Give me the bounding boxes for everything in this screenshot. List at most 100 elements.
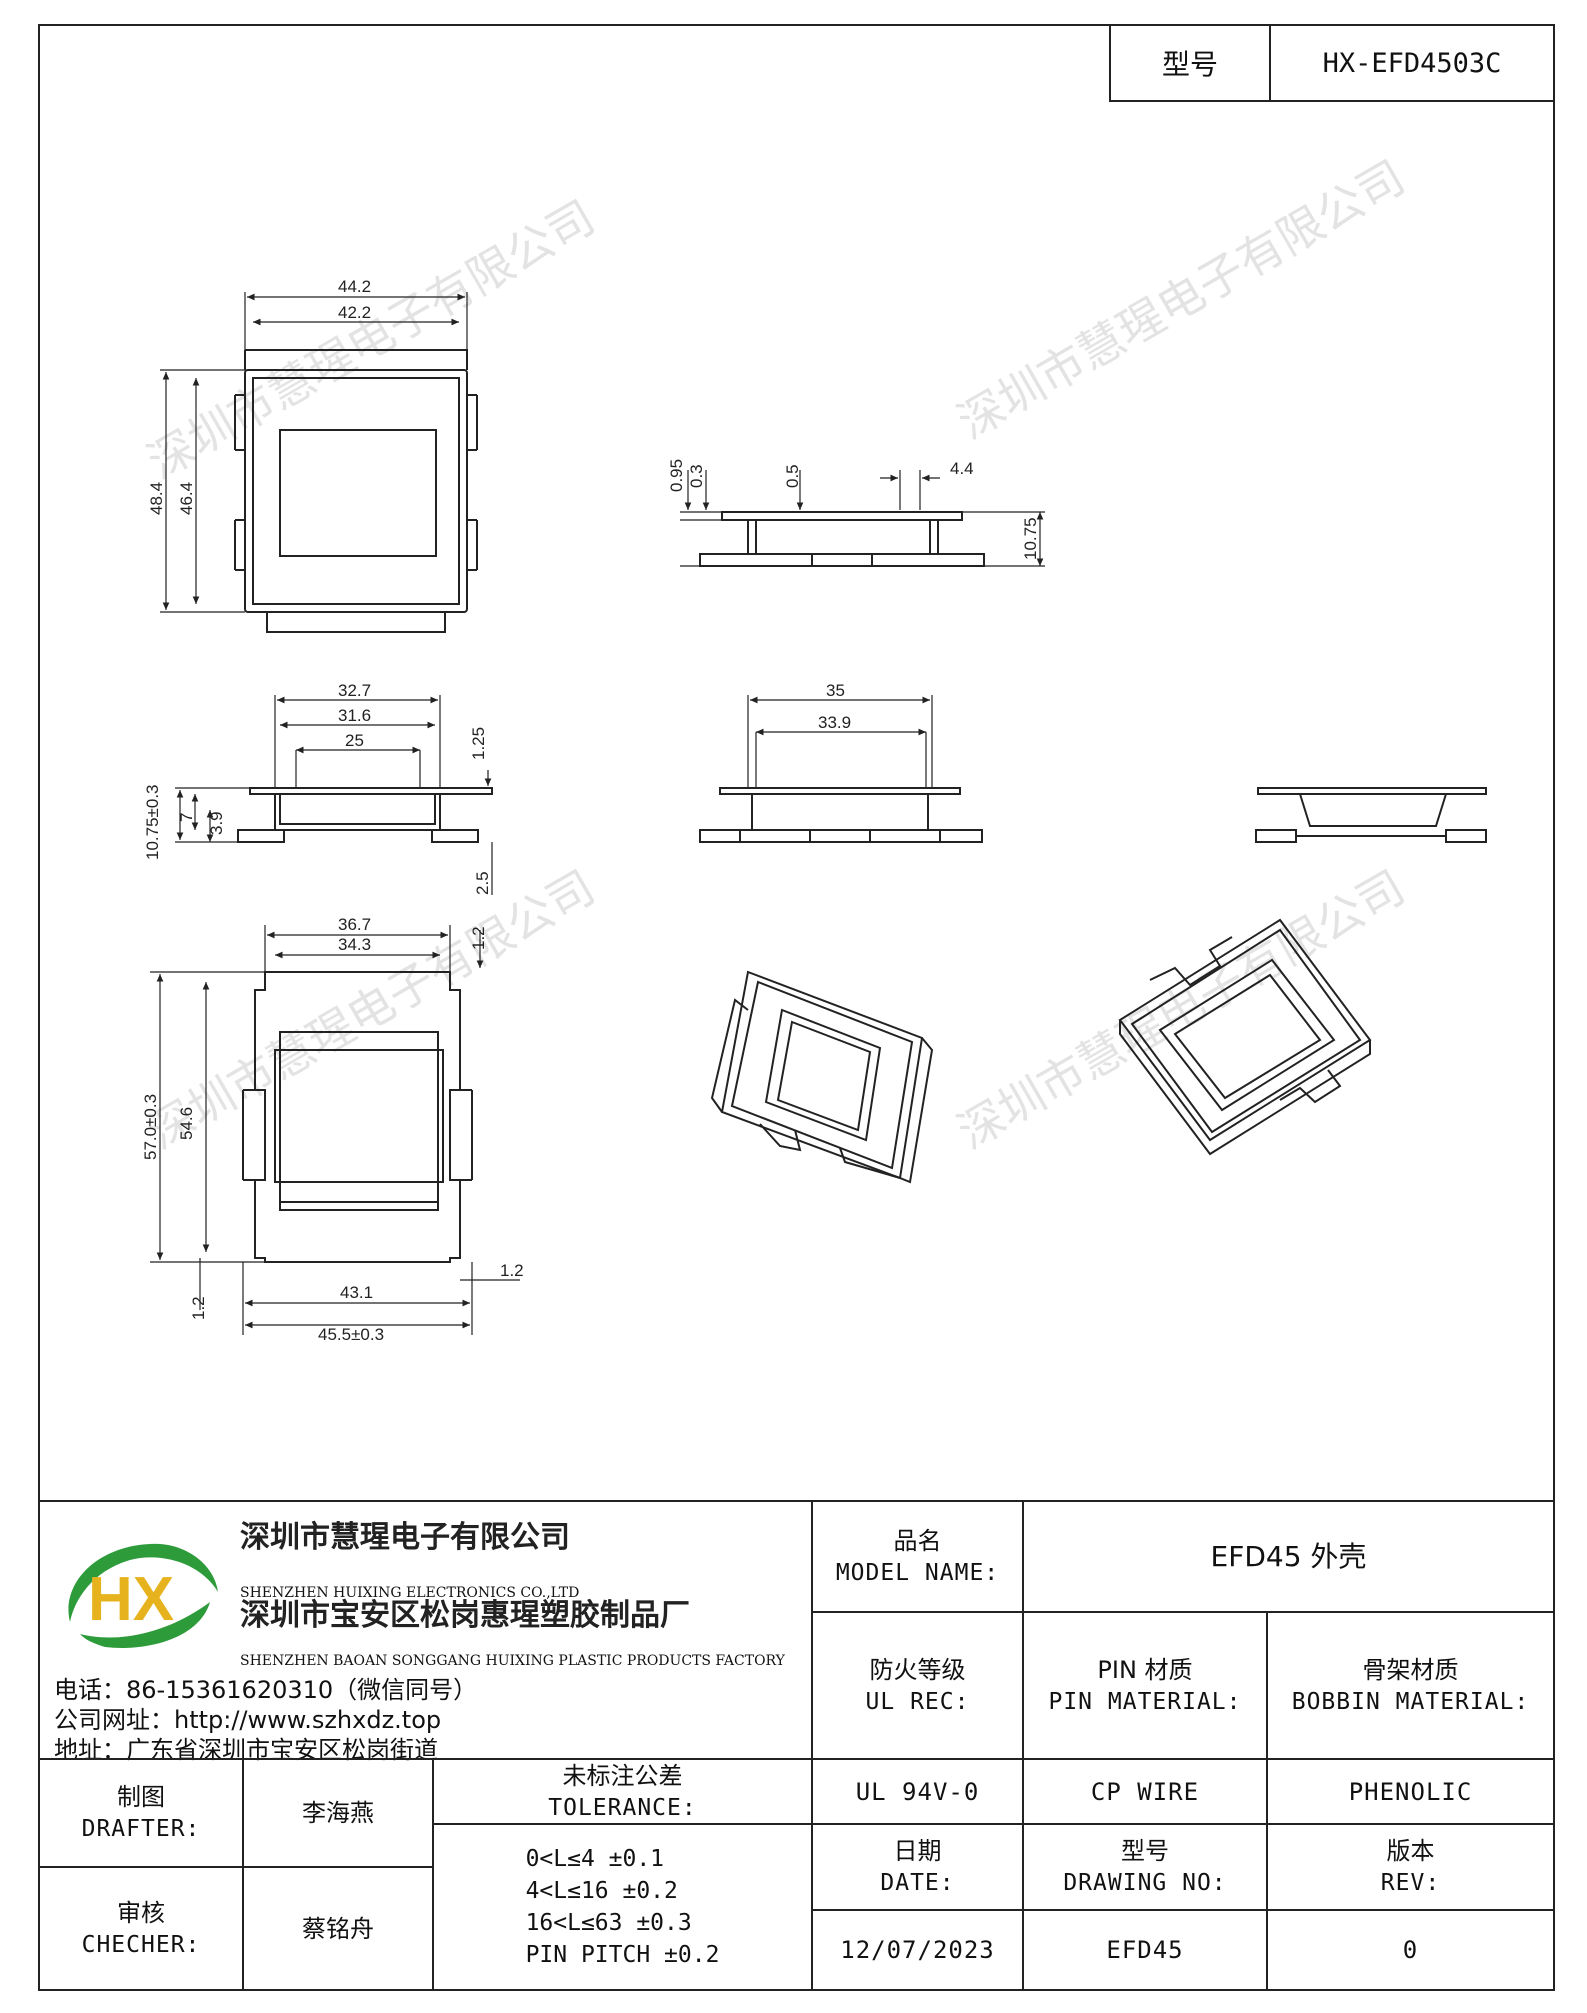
bobbin-material-value: PHENOLIC: [1266, 1758, 1555, 1825]
dim-bottom-w3: 43.1: [340, 1283, 373, 1302]
rev-label-en: REV:: [1380, 1870, 1441, 1896]
bottom-view: [150, 925, 520, 1335]
date-label-cn: 日期: [893, 1837, 942, 1865]
dim-top-h-inner: 46.4: [177, 482, 196, 515]
company-logo-icon: HX: [68, 1543, 218, 1648]
dim-bottom-w2: 34.3: [338, 935, 371, 954]
date-value: 12/07/2023: [811, 1909, 1024, 1991]
drawing-label-en: DRAWING NO:: [1063, 1870, 1227, 1896]
watermark: 深圳市慧瑆电子有限公司: [139, 860, 604, 1160]
dimension-labels: 44.2 42.2 48.4 46.4 0.95 0.3 0.5 4.4 10.…: [141, 277, 1040, 1344]
dim-bottom-h-inner: 54.6: [177, 1107, 196, 1140]
dim-side-w2: 33.9: [818, 713, 851, 732]
tolerance-label-en: TOLERANCE:: [548, 1794, 697, 1821]
tolerance-list: 0<L≤4 ±0.1 4<L≤16 ±0.2 16<L≤63 ±0.3 PIN …: [526, 1843, 720, 1971]
company-phone: 电话：86-15361620310（微信同号）: [54, 1676, 478, 1704]
dim-front-h2: 3.9: [207, 811, 226, 835]
bobbin-material-label: 骨架材质 BOBBIN MATERIAL:: [1266, 1611, 1555, 1760]
bobbin-label-en: BOBBIN MATERIAL:: [1291, 1688, 1530, 1715]
rev-label-cn: 版本: [1386, 1837, 1435, 1865]
model-name: EFD45 外壳: [1210, 1539, 1367, 1573]
watermark: 深圳市慧瑆电子有限公司: [949, 150, 1414, 450]
company-name-cn: 深圳市慧瑆电子有限公司: [240, 1520, 570, 1555]
fire-label-cn: 防火等级: [869, 1655, 966, 1684]
tolerance-header: 未标注公差 TOLERANCE:: [432, 1758, 813, 1825]
rev-label: 版本 REV:: [1266, 1823, 1555, 1911]
dim-side-b: 0.3: [687, 464, 706, 488]
dim-bottom-t2: 1.2: [500, 1261, 524, 1280]
date: 12/07/2023: [840, 1936, 995, 1964]
dim-bottom-w1: 36.7: [338, 915, 371, 934]
watermark-group: 深圳市慧瑆电子有限公司 深圳市慧瑆电子有限公司 深圳市慧瑆电子有限公司 深圳市慧…: [139, 150, 1414, 1160]
dim-bottom-t1: 1.2: [189, 1296, 208, 1320]
drawing-label-cn: 型号: [1121, 1837, 1169, 1865]
rev: 0: [1402, 1936, 1419, 1964]
checker-label-cn: 审核: [117, 1898, 165, 1927]
checker-label-en: CHECHER:: [81, 1931, 201, 1958]
factory-name-cn: 深圳市宝安区松岗惠瑆塑胶制品厂: [240, 1598, 690, 1633]
dim-side-h: 10.75: [1021, 517, 1040, 560]
model-number-box: 型号 HX-EFD4503C: [1109, 24, 1555, 102]
model-value: HX-EFD4503C: [1322, 47, 1502, 79]
drawing-no-label: 型号 DRAWING NO:: [1022, 1823, 1268, 1911]
logo-text: HX: [88, 1565, 174, 1634]
tolerance-label-cn: 未标注公差: [562, 1761, 683, 1790]
fire-label-en: UL REC:: [865, 1688, 970, 1715]
company-name-en: SHENZHEN HUIXING ELECTRONICS CO.,LTD: [240, 1585, 580, 1601]
fire-rating-value: UL 94V-0: [811, 1758, 1024, 1825]
model-label: 型号: [1111, 26, 1271, 100]
tolerance-values: 0<L≤4 ±0.1 4<L≤16 ±0.2 16<L≤63 ±0.3 PIN …: [432, 1823, 813, 1991]
top-view: [160, 292, 478, 633]
drawing-no-value: EFD45: [1022, 1909, 1268, 1991]
dim-bottom-t3: 1.2: [469, 926, 488, 950]
model-name-label-en: MODEL NAME:: [835, 1559, 1000, 1586]
dim-front-h1: 7: [177, 813, 196, 822]
checker-label: 审核 CHECHER:: [38, 1866, 244, 1991]
end-view: [1255, 787, 1487, 843]
pin-material-value: CP WIRE: [1022, 1758, 1268, 1825]
drafter-value: 李海燕: [242, 1758, 434, 1868]
dim-bottom-h-outer: 57.0±0.3: [141, 1094, 160, 1160]
technical-drawing: 深圳市慧瑆电子有限公司 深圳市慧瑆电子有限公司 深圳市慧瑆电子有限公司 深圳市慧…: [139, 150, 1487, 1344]
isometric-view-1: [710, 970, 934, 1184]
model-name-label-cn: 品名: [893, 1526, 942, 1555]
date-label: 日期 DATE:: [811, 1823, 1024, 1911]
pin-material-label: PIN 材质 PIN MATERIAL:: [1022, 1611, 1268, 1760]
factory-name-en: SHENZHEN BAOAN SONGGANG HUIXING PLASTIC …: [240, 1653, 785, 1669]
pin-label-cn: PIN 材质: [1097, 1655, 1193, 1684]
date-label-en: DATE:: [880, 1870, 955, 1896]
drafter-label-en: DRAFTER:: [81, 1816, 201, 1842]
bobbin-value: PHENOLIC: [1348, 1777, 1473, 1806]
side-view: [699, 695, 983, 843]
model-name-value: EFD45 外壳: [1022, 1500, 1555, 1613]
company-website[interactable]: 公司网址：http://www.szhxdz.top: [54, 1706, 442, 1734]
dim-side-d: 4.4: [950, 459, 974, 478]
dim-front-w2: 31.6: [338, 706, 371, 725]
dim-top-w-outer: 44.2: [338, 277, 371, 296]
watermark: 深圳市慧瑆电子有限公司: [139, 190, 604, 490]
company-info: HX 深圳市慧瑆电子有限公司 SHENZHEN HUIXING ELECTRON…: [38, 1500, 811, 1764]
pin-label-en: PIN MATERIAL:: [1048, 1688, 1242, 1715]
dim-bottom-w4: 45.5±0.3: [318, 1325, 384, 1344]
isometric-view-2: [1118, 918, 1372, 1156]
checker-name: 蔡铭舟: [302, 1914, 374, 1943]
bobbin-label-cn: 骨架材质: [1362, 1655, 1459, 1684]
front-view: [175, 695, 493, 895]
dim-side-a: 0.95: [667, 459, 686, 492]
tolerance-row: 0<L≤4 ±0.1: [525, 1846, 665, 1872]
title-block: HX 深圳市慧瑆电子有限公司 SHENZHEN HUIXING ELECTRON…: [38, 1500, 1555, 1991]
tolerance-row: PIN PITCH ±0.2: [525, 1942, 720, 1968]
drafter-label: 制图 DRAFTER:: [38, 1758, 244, 1868]
dim-top-w-inner: 42.2: [338, 303, 371, 322]
side-view-top: [680, 470, 1045, 567]
dim-front-t2: 2.5: [473, 871, 492, 895]
drawing-no: EFD45: [1106, 1936, 1184, 1964]
drafter-name: 李海燕: [302, 1799, 374, 1827]
rev-value: 0: [1266, 1909, 1555, 1991]
dim-front-h-total: 10.75±0.3: [143, 784, 162, 860]
dim-front-w3: 25: [345, 731, 364, 750]
dim-side-c: 0.5: [783, 464, 802, 488]
pin-value: CP WIRE: [1090, 1777, 1200, 1806]
tolerance-row: 4<L≤16 ±0.2: [525, 1878, 678, 1904]
fire-value: UL 94V-0: [855, 1777, 980, 1806]
